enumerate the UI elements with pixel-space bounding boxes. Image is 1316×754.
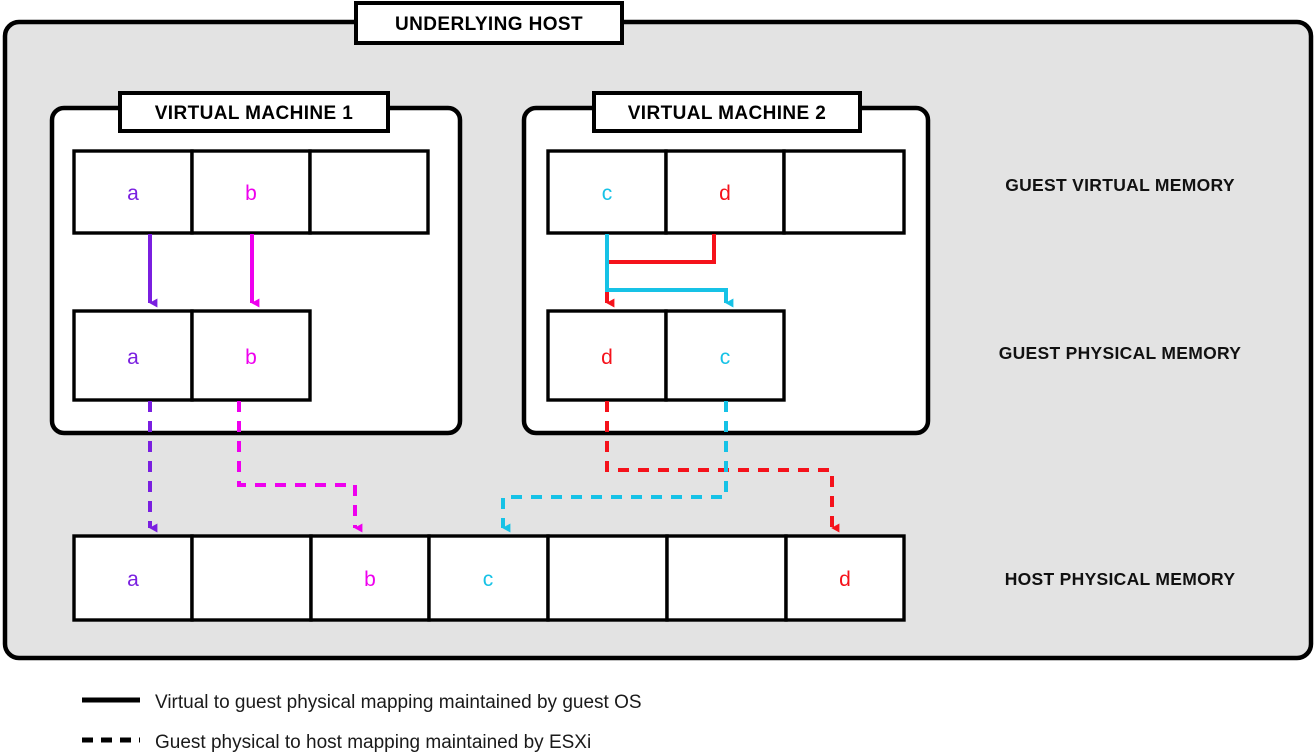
host-cell-6 xyxy=(665,534,788,622)
vm1-gp-cell-1-label: a xyxy=(127,346,139,369)
virtual-machine-2-title-box: VIRTUAL MACHINE 2 xyxy=(592,91,862,133)
host-cell-7 xyxy=(784,534,906,622)
vm1-guest-virtual-memory-row: a b xyxy=(72,149,430,235)
legend-item-solid: Virtual to guest physical mapping mainta… xyxy=(82,692,642,713)
label-guest-virtual-memory: GUEST VIRTUAL MEMORY xyxy=(1005,175,1235,195)
vm1-gp-cell-2 xyxy=(190,309,312,402)
vm2-gv-cell-1 xyxy=(546,149,668,235)
vm1-guest-physical-memory-row: a b xyxy=(72,309,312,402)
virtual-machine-1-title: VIRTUAL MACHINE 1 xyxy=(155,103,354,124)
vm1-gv-cell-1-label: a xyxy=(127,182,139,205)
host-cell-4-label: c xyxy=(483,568,494,591)
vm2-gp-cell-2 xyxy=(664,309,786,402)
vm2-gv-cell-2 xyxy=(664,149,786,235)
underlying-host-title: UNDERLYING HOST xyxy=(395,14,583,35)
vm2-gp-cell-2-label: c xyxy=(720,346,731,369)
host-cell-3-label: b xyxy=(364,568,376,591)
label-guest-physical-memory: GUEST PHYSICAL MEMORY xyxy=(999,343,1242,363)
vm1-gv-cell-2-label: b xyxy=(245,182,257,205)
legend-solid-text: Virtual to guest physical mapping mainta… xyxy=(155,692,642,713)
host-cell-7-label: d xyxy=(839,568,851,591)
vm1-gp-cell-2-label: b xyxy=(245,346,257,369)
vm2-dashed-d-to-host xyxy=(605,401,840,533)
host-cell-3 xyxy=(309,534,431,622)
virtual-machine-1-title-box: VIRTUAL MACHINE 1 xyxy=(118,91,390,133)
host-cell-1-label: a xyxy=(127,568,139,591)
host-physical-memory-row: a b c d xyxy=(72,534,906,622)
host-cell-4 xyxy=(427,534,550,622)
vm2-guest-virtual-memory-row: c d xyxy=(546,149,906,235)
vm2-gv-cell-3 xyxy=(782,149,906,235)
virtual-machine-2-title: VIRTUAL MACHINE 2 xyxy=(628,103,827,124)
underlying-host-title-box: UNDERLYING HOST xyxy=(354,1,624,45)
vm2-arrow-c-solid xyxy=(605,234,734,308)
vm2-guest-physical-memory-row: d c xyxy=(546,309,786,402)
host-cell-2 xyxy=(190,534,313,622)
host-cell-1 xyxy=(72,534,194,622)
legend-item-dashed: Guest physical to host mapping maintaine… xyxy=(82,732,591,753)
vm1-gv-cell-3 xyxy=(308,149,430,235)
vm2-gv-cell-2-label: d xyxy=(719,182,731,205)
vm2-gv-cell-1-label: c xyxy=(602,182,613,205)
vm1-gv-cell-2 xyxy=(190,149,312,235)
vm1-gp-cell-1 xyxy=(72,309,194,402)
vm2-gp-cell-1 xyxy=(546,309,668,402)
host-cell-5 xyxy=(546,534,669,622)
label-host-physical-memory: HOST PHYSICAL MEMORY xyxy=(1005,569,1236,589)
legend-dashed-text: Guest physical to host mapping maintaine… xyxy=(155,732,591,753)
vm2-gp-cell-1-label: d xyxy=(601,346,613,369)
legend: Virtual to guest physical mapping mainta… xyxy=(82,692,642,753)
vm1-dashed-b-to-host xyxy=(237,401,363,533)
vm2-dashed-c-to-host xyxy=(501,401,728,533)
